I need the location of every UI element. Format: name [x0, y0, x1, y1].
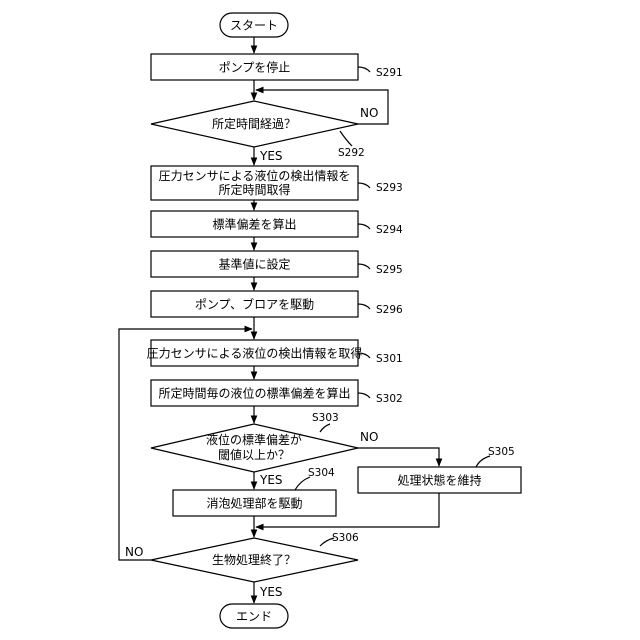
leader-s293 — [358, 183, 370, 188]
s292-yes-label: YES — [259, 149, 283, 163]
s306-no-label: NO — [125, 545, 143, 559]
s303-no-label: NO — [360, 430, 378, 444]
leader-s294 — [358, 224, 370, 229]
step-s296-text: ポンプ、ブロアを駆動 — [195, 297, 314, 312]
step-s304-label: S304 — [308, 467, 335, 479]
connector-s303-no-s305 — [358, 448, 439, 466]
step-s294-label: S294 — [376, 224, 403, 236]
step-s291-text: ポンプを停止 — [219, 60, 291, 75]
end-label: エンド — [236, 610, 272, 624]
s306-yes-label: YES — [259, 585, 283, 599]
leader-s295 — [358, 264, 370, 269]
s292-no-label: NO — [360, 106, 378, 120]
decision-s292-text: 所定時間経過？ — [212, 116, 296, 131]
step-s302-text: 所定時間毎の液位の標準偏差を算出 — [158, 386, 350, 401]
step-s295-text: 基準値に設定 — [218, 257, 290, 272]
step-s294-text: 標準偏差を算出 — [212, 217, 296, 232]
step-s301-label: S301 — [376, 353, 403, 365]
step-s293-label: S293 — [376, 182, 403, 194]
s303-yes-label: YES — [259, 473, 283, 487]
step-s305-text: 処理状態を維持 — [397, 473, 481, 488]
leader-s296 — [358, 304, 370, 309]
decision-s292-label: S292 — [338, 147, 365, 159]
decision-s303-line2: 閾値以上か？ — [218, 447, 290, 462]
start-label: スタート — [230, 19, 278, 33]
leader-s303 — [320, 424, 330, 432]
leader-s302 — [358, 393, 370, 398]
step-s293-line1: 圧力センサによる液位の検出情報を — [159, 168, 351, 183]
step-s301-text: 圧力センサによる液位の検出情報を取得 — [147, 346, 363, 361]
decision-s306-label: S306 — [332, 532, 359, 544]
decision-s303-line1: 液位の標準偏差が — [206, 432, 302, 447]
step-s293-line2: 所定時間取得 — [218, 182, 290, 197]
step-s291-label: S291 — [376, 67, 403, 79]
step-s296-label: S296 — [376, 304, 403, 316]
leader-s291 — [358, 67, 370, 72]
leader-s292 — [340, 131, 352, 146]
step-s304-text: 消泡処理部を駆動 — [206, 496, 302, 511]
step-s302-label: S302 — [376, 393, 403, 405]
step-s305-label: S305 — [488, 446, 515, 458]
decision-s303-label: S303 — [312, 412, 339, 424]
step-s295-label: S295 — [376, 264, 403, 276]
decision-s306-text: 生物処理終了？ — [212, 552, 296, 567]
